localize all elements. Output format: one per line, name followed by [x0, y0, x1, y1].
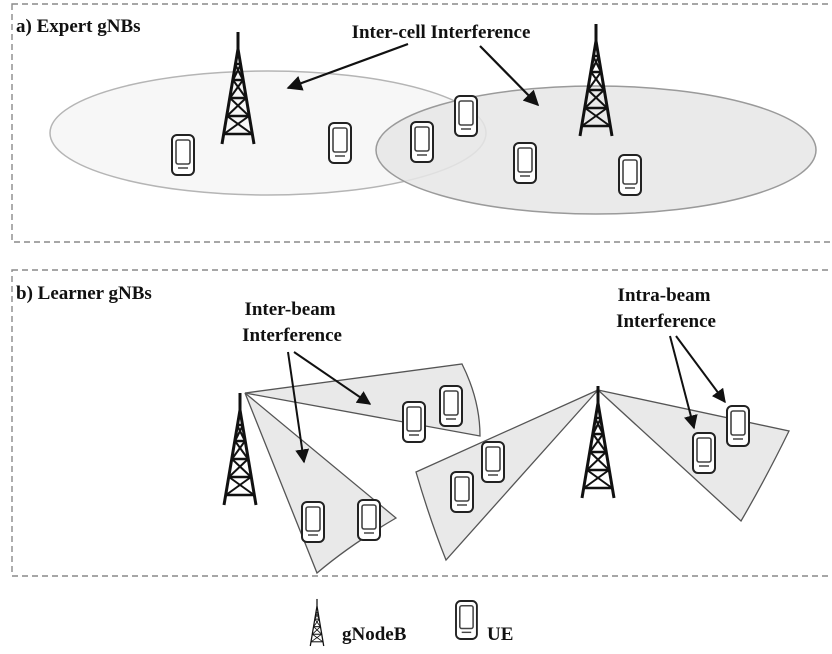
ue-phone-icon [301, 501, 325, 543]
mobile-phone-icon [455, 600, 478, 640]
intra-beam-label-line1: Intra-beam [618, 285, 711, 306]
interference-arrow-left [286, 42, 409, 91]
panel-b: b) Learner gNBs Inter-beam Interference … [11, 269, 832, 577]
beam-sector-right-1 [415, 389, 599, 562]
legend-gnodeb-label: gNodeB [342, 624, 407, 645]
ue-phone-icon [450, 471, 474, 513]
inter-cell-interference-label: Inter-cell Interference [352, 22, 531, 43]
ue-phone-icon [481, 441, 505, 483]
intra-beam-arrow-left [669, 335, 698, 430]
interference-arrow-right [479, 45, 540, 107]
cell-coverage-right [375, 85, 817, 215]
ue-phone-icon [618, 154, 642, 196]
panel-a-title: a) Expert gNBs [16, 16, 141, 37]
ue-phone-icon [357, 499, 381, 541]
ue-phone-icon [402, 401, 426, 443]
intra-beam-arrow-right [675, 335, 726, 404]
ue-phone-icon [454, 95, 478, 137]
cell-tower-icon [309, 598, 325, 647]
inter-beam-label-line1: Inter-beam [244, 299, 335, 320]
ue-phone-icon [410, 121, 434, 163]
panel-a-frame [11, 3, 832, 243]
beam-sector-left-2 [244, 392, 398, 575]
panel-b-frame [11, 269, 832, 577]
panel-a: a) Expert gNBs Inter-cell Interference [11, 3, 832, 243]
panel-b-title: b) Learner gNBs [16, 283, 152, 304]
ue-phone-icon [692, 432, 716, 474]
ue-phone-icon [726, 405, 750, 447]
inter-beam-arrow-down [287, 351, 310, 464]
intra-beam-label-line2: Interference [616, 311, 716, 332]
ue-phone-icon [439, 385, 463, 427]
ue-phone-icon [171, 134, 195, 176]
legend-ue-label: UE [487, 624, 513, 645]
inter-beam-arrow-right [293, 351, 372, 405]
legend: gNodeB UE [309, 598, 513, 647]
inter-beam-label-line2: Interference [242, 325, 342, 346]
ue-phone-icon [328, 122, 352, 164]
ue-phone-icon [513, 142, 537, 184]
